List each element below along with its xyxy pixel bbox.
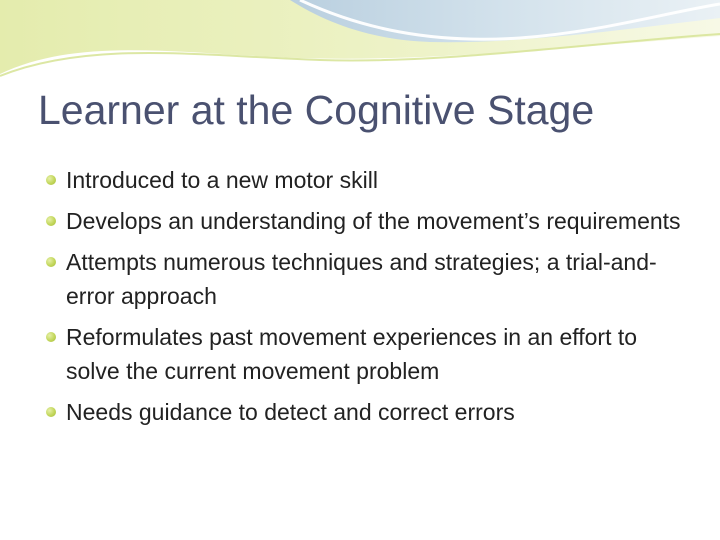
round-bullet-icon — [46, 216, 56, 226]
slide-title: Learner at the Cognitive Stage — [38, 87, 595, 133]
list-item: Introduced to a new motor skill — [44, 163, 684, 197]
list-item: Reformulates past movement experiences i… — [44, 320, 684, 388]
bullet-text: Introduced to a new motor skill — [66, 167, 378, 193]
bullet-text: Attempts numerous techniques and strateg… — [66, 249, 657, 309]
wave-white-line — [299, 0, 720, 41]
bullet-text: Needs guidance to detect and correct err… — [66, 399, 515, 425]
list-item: Develops an understanding of the movemen… — [44, 204, 684, 238]
round-bullet-icon — [46, 257, 56, 267]
bullet-text: Reformulates past movement experiences i… — [66, 324, 638, 384]
round-bullet-icon — [46, 175, 56, 185]
list-item: Needs guidance to detect and correct err… — [44, 395, 684, 429]
bullet-list: Introduced to a new motor skill Develops… — [44, 163, 684, 436]
round-bullet-icon — [46, 407, 56, 417]
round-bullet-icon — [46, 332, 56, 342]
bullet-text: Develops an understanding of the movemen… — [66, 208, 681, 234]
header-wave-decoration — [0, 0, 720, 77]
wave-green-line — [0, 33, 720, 77]
list-item: Attempts numerous techniques and strateg… — [44, 245, 684, 313]
